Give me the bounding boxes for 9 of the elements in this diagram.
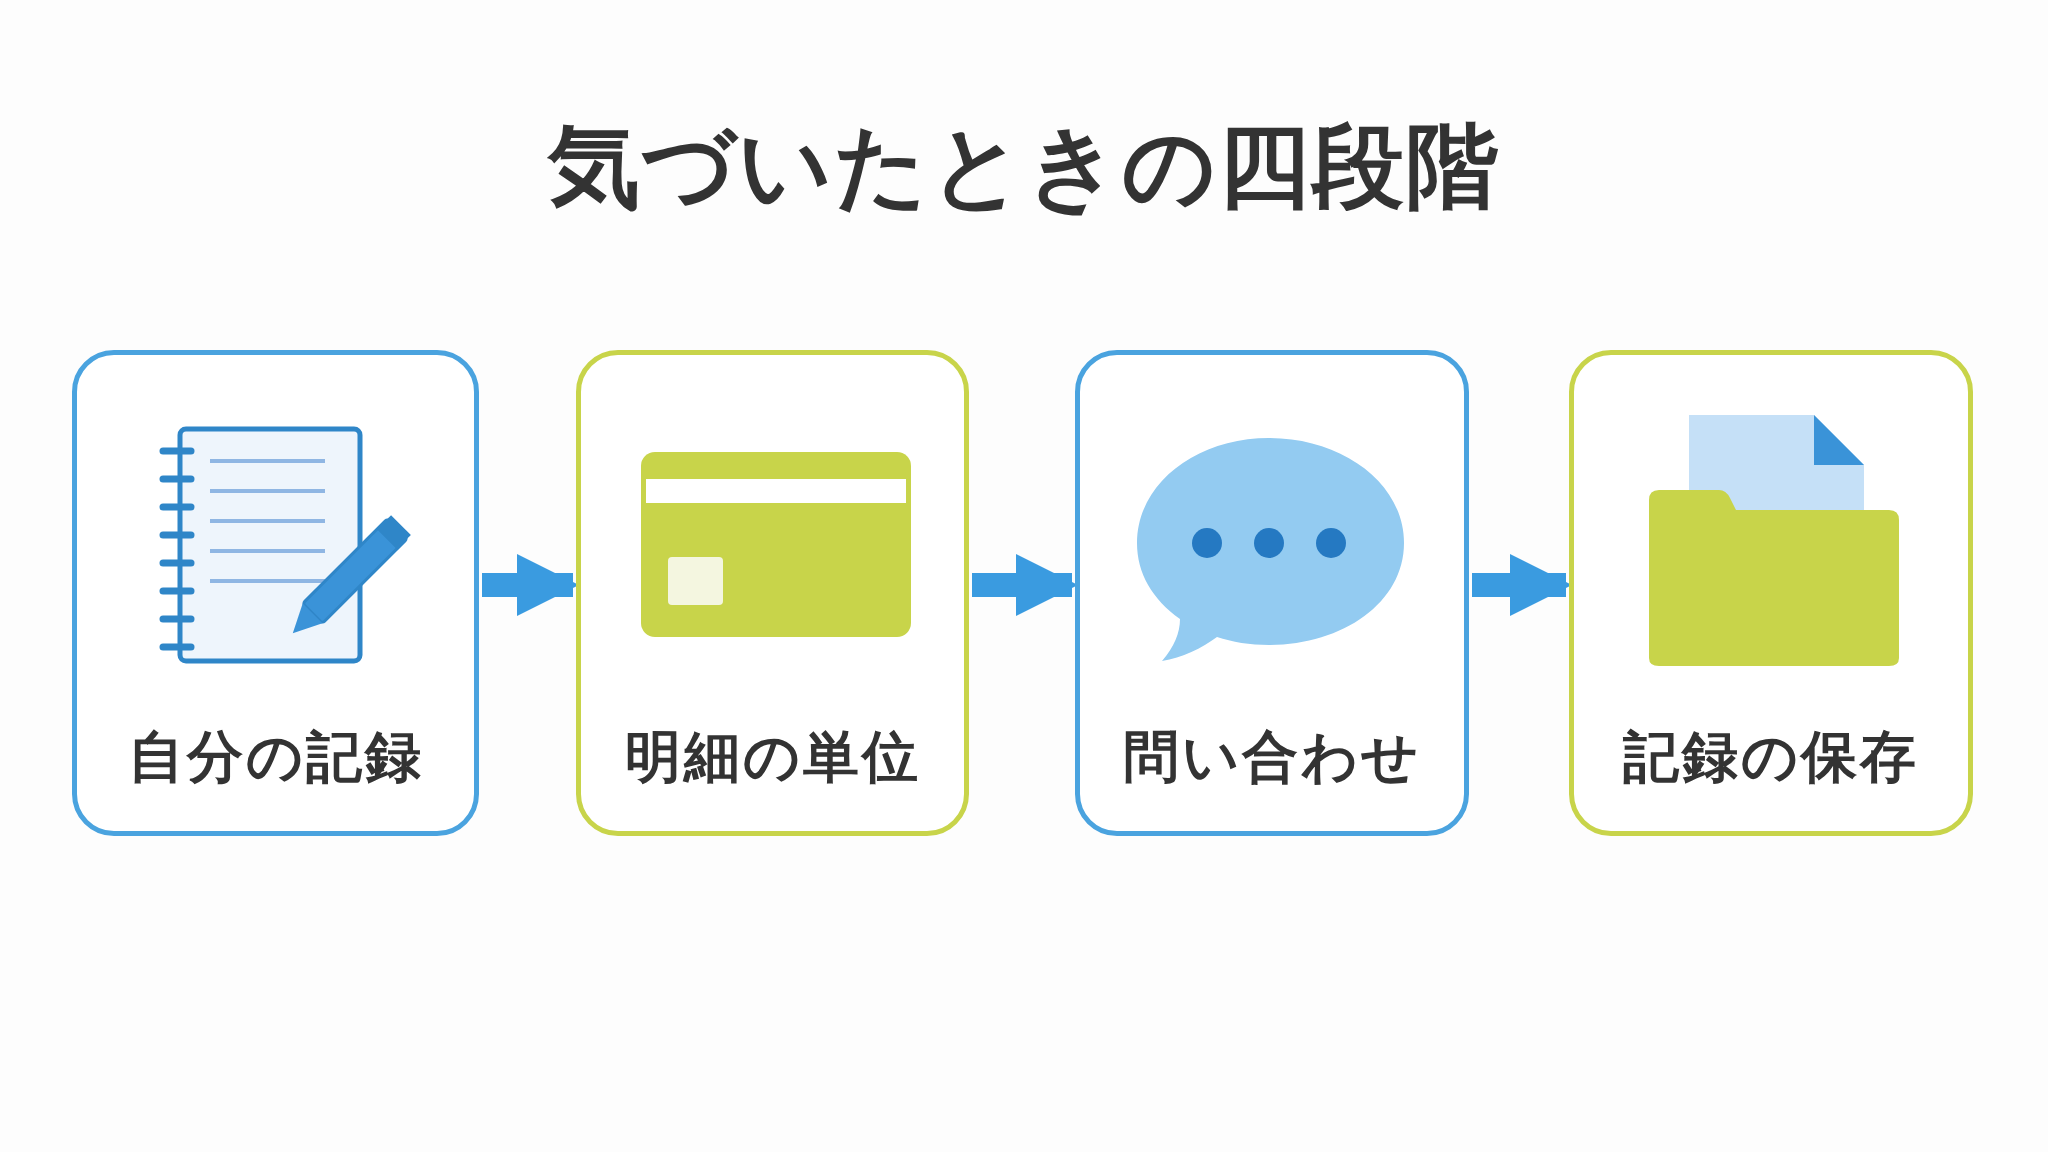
step-card [1075,350,1469,836]
step-card [1569,350,1973,836]
step-label: 明細の単位 [624,724,921,789]
title: 気づいたときの四段階 [548,113,1500,220]
step-card [576,350,969,836]
step-label: 記録の保存 [1623,724,1919,789]
step-card [72,350,479,836]
step-label: 問い合わせ [1123,724,1421,789]
step-label: 自分の記録 [127,724,424,789]
